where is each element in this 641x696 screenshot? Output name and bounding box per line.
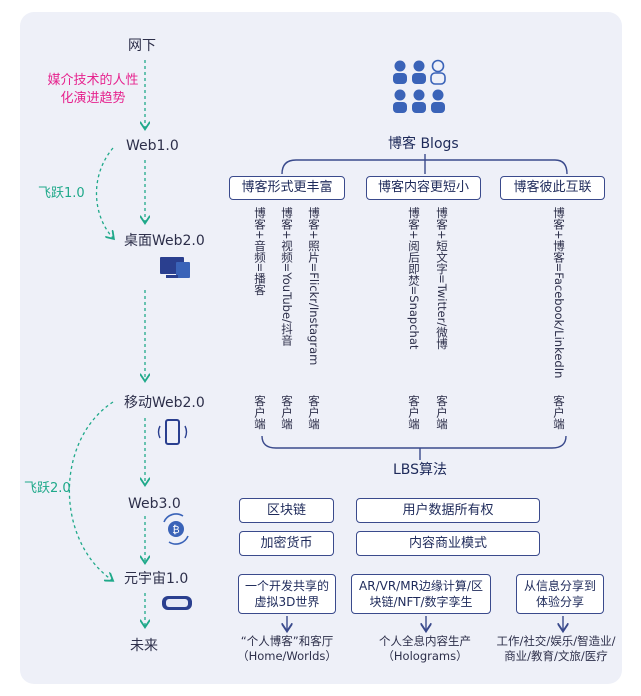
trend-label: 媒介技术的人性 化演进趋势 (26, 72, 160, 108)
branch-interconnected: 博客彼此互联 (500, 176, 605, 200)
future-holograms: 个人全息内容生产（Holograms） (379, 634, 471, 663)
box-crypto: 加密货币 (239, 531, 334, 556)
leap-1-label: 飞跃1.0 (38, 186, 85, 201)
stage-future: 未来 (130, 638, 158, 654)
branch-shorter-content: 博客内容更短小 (366, 176, 481, 200)
vertical-item-snapchat: 博客+阅后即焚=Snapchat (407, 207, 421, 350)
vertical-item-photo: 博客+照片=Flickr/Instagram (307, 207, 321, 366)
stage-web1: Web1.0 (126, 138, 179, 154)
diagram-panel (20, 12, 622, 684)
vertical-item-twitter: 博客+短文字=Twitter/微博 (435, 207, 449, 350)
mobile-phone-icon (157, 419, 188, 445)
vertical-item-facebook: 博客+博客=Facebook/LinkedIn (552, 207, 566, 379)
client-label: 客户端 (552, 395, 566, 430)
box-shared-3d-world: 一个开发共享的虚拟3D世界 (238, 574, 336, 614)
future-industries: 工作/社交/娱乐/智造业/商业/教育/文旅/医疗 (496, 634, 616, 663)
box-ar-vr-tech: AR/VR/MR边缘计算/区块链/NFT/数字孪生 (351, 574, 491, 614)
stage-web3: Web3.0 (128, 496, 181, 512)
timeline-arrows (68, 60, 145, 626)
trend-label-line1: 媒介技术的人性 (47, 73, 139, 88)
client-label: 客户端 (435, 395, 449, 430)
box-content-business-model: 内容商业模式 (356, 531, 540, 556)
client-label: 客户端 (407, 395, 421, 430)
box-blockchain: 区块链 (239, 498, 334, 523)
blogs-tree (261, 154, 567, 630)
box-experience-sharing: 从信息分享到体验分享 (516, 574, 604, 614)
vr-headset-icon (162, 596, 192, 610)
client-label: 客户端 (307, 395, 321, 430)
trend-label-line2: 化演进趋势 (60, 91, 126, 106)
desktop-computer-icon (160, 257, 190, 278)
vertical-item-video: 博客+视频=YouTube/抖音 (280, 207, 294, 346)
stage-offline: 网下 (128, 38, 156, 54)
people-group-icon (393, 59, 446, 113)
stage-desktop-web2: 桌面Web2.0 (124, 233, 205, 249)
svg-text:₿: ₿ (172, 524, 179, 536)
client-label: 客户端 (253, 395, 267, 430)
branch-richer-form: 博客形式更丰富 (229, 176, 345, 200)
lbs-label: LBS算法 (393, 462, 448, 478)
future-personal-blog: “个人博客”和客厅（Home/Worlds） (237, 634, 337, 663)
leap-2-label: 飞跃2.0 (24, 481, 71, 496)
box-user-data-ownership: 用户数据所有权 (356, 498, 540, 523)
stage-mobile-web2: 移动Web2.0 (124, 395, 205, 411)
bitcoin-cycle-icon: ₿ (163, 513, 189, 545)
client-label: 客户端 (280, 395, 294, 430)
blogs-title: 博客 Blogs (388, 136, 459, 152)
stage-metaverse: 元宇宙1.0 (124, 571, 189, 587)
vertical-item-podcast: 博客+音频=播客 (253, 207, 267, 296)
